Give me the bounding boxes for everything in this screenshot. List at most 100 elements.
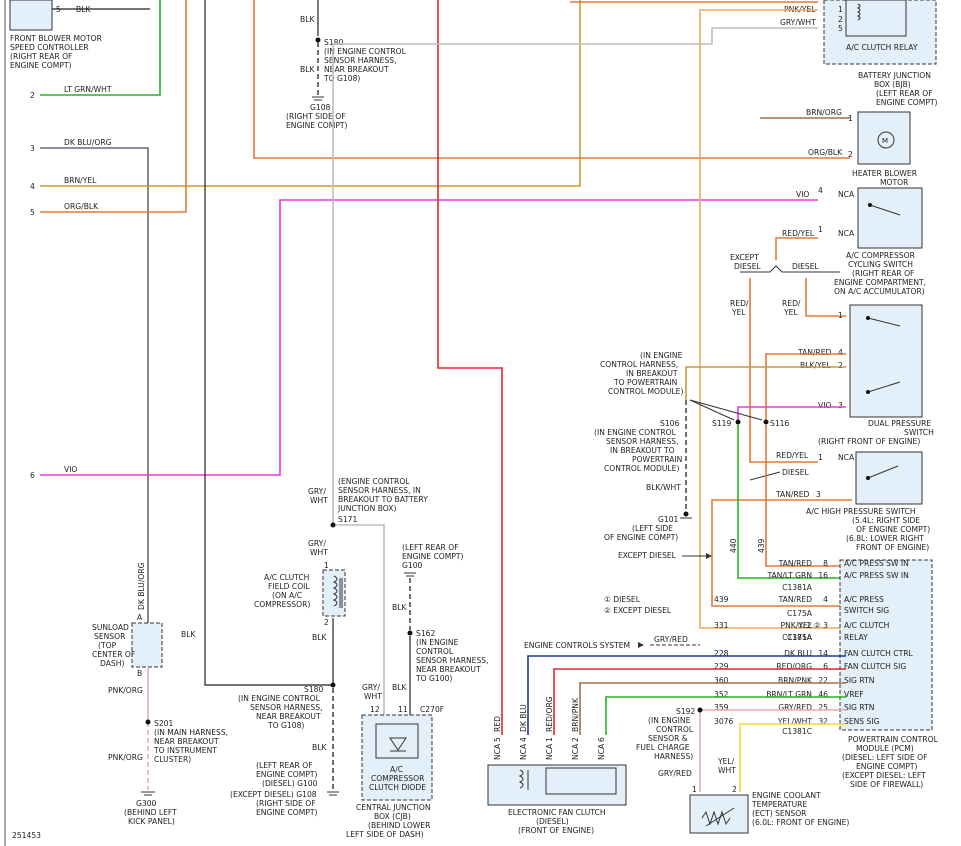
- hp-nca: NCA: [838, 453, 855, 462]
- cjb-pin-11: 11: [398, 705, 408, 714]
- g100-g108-label-5: (RIGHT SIDE OF: [256, 799, 316, 808]
- pcm-row-circuit: 3076: [714, 717, 733, 726]
- cjb-label: CENTRAL JUNCTION: [356, 803, 431, 812]
- blk-d-label: BLK: [312, 743, 327, 752]
- s162-dot: [407, 630, 413, 636]
- blower-blk-label: BLK: [76, 5, 91, 14]
- s106-label-5: POWERTRAIN: [632, 455, 682, 464]
- pcm-row-label: GRY/RED: [778, 703, 812, 712]
- wire-pnk-yel: [699, 9, 846, 629]
- clutch-coil-label-3: (ON A/C: [272, 591, 302, 600]
- pcm-row-circuit: 439: [714, 595, 729, 604]
- wire-lt-grn-wht-label: LT GRN/WHT: [64, 85, 112, 94]
- pin-2: 2: [30, 91, 35, 100]
- pcm-row-label: PNK/YEL: [781, 621, 813, 630]
- diode-symbol-icon: [389, 737, 407, 751]
- g300-label-3: KICK PANEL): [128, 817, 175, 826]
- pcm-row-label: TAN/LT GRN: [766, 571, 812, 580]
- s192-dot: [697, 707, 703, 713]
- motor-icon: [877, 131, 895, 149]
- pcm-row-label: DK BLU: [784, 649, 812, 658]
- wire-vio-label: VIO: [64, 465, 77, 474]
- s116-dot: [763, 419, 769, 425]
- fan-pin-nca: NCA: [493, 743, 502, 760]
- relay-pin-2: 2: [838, 15, 843, 24]
- diesel-label: DIESEL: [792, 262, 820, 271]
- dual-pressure-switch: [849, 304, 923, 418]
- pcm-row-pin: 4: [823, 595, 828, 604]
- sunload-sensor: [131, 622, 163, 668]
- v440-label: 440: [729, 538, 738, 553]
- ect-label-3: (ECT) SENSOR: [752, 809, 807, 818]
- gry-wht-a-label-2: WHT: [310, 496, 328, 505]
- s171-label-2: SENSOR HARNESS, IN: [338, 486, 421, 495]
- blower-org-blk-label: ORG/BLK: [808, 148, 843, 157]
- pcm-box: [839, 559, 933, 731]
- cycling-label: A/C COMPRESSOR: [846, 251, 916, 260]
- cycling-label-2: CYCLING SWITCH: [848, 260, 913, 269]
- s180-dot: [315, 37, 321, 43]
- blower-ctrl-label-3: (RIGHT REAR OF: [10, 52, 72, 61]
- wire-tan-lt-grn: [737, 424, 846, 579]
- s162-label-3: CONTROL: [416, 647, 454, 656]
- pcm-row-func: A/C PRESS SW IN: [844, 559, 909, 568]
- sunload-label-3: (TOP: [98, 641, 117, 650]
- cycling-pin-1: 1: [818, 225, 823, 234]
- yel-wht-label: YEL/: [717, 757, 735, 766]
- dual-pin-4: 4: [838, 348, 843, 357]
- pcm-row-func: A/C PRESS SW IN: [844, 571, 909, 580]
- s180b-label-4: NEAR BREAKOUT: [256, 712, 321, 721]
- s201-label-5: CLUSTER): [154, 755, 191, 764]
- pcm-row-label: TAN/RED: [778, 595, 813, 604]
- wire-org-blk-label: ORG/BLK: [64, 202, 99, 211]
- pcm-row-label: BRN/PNK: [778, 676, 813, 685]
- wire-tan-red-pcm: [765, 424, 846, 567]
- blk-f-label: BLK: [392, 683, 407, 692]
- dual-pin-2: 2: [838, 361, 843, 370]
- pcm-row-func: SENS SIG: [844, 717, 880, 726]
- pcm-row-label: C1381C: [782, 727, 812, 736]
- gry-wht-b-label-2: WHT: [310, 548, 328, 557]
- dual-label-2: SWITCH: [904, 428, 934, 437]
- s180b-label-3: SENSOR HARNESS,: [250, 703, 323, 712]
- blower-pin-2: 2: [848, 150, 853, 159]
- pcm-row-label: BRN/LT GRN: [766, 690, 812, 699]
- g100-g108-label-6: ENGINE COMPT): [256, 808, 318, 817]
- s162-label-4: SENSOR HARNESS,: [416, 656, 489, 665]
- ect-pin-2: 2: [732, 785, 737, 794]
- legend-except-diesel: ② EXCEPT DIESEL: [604, 606, 672, 615]
- sunload-pin-a: A: [137, 613, 143, 622]
- s180-label: S180: [324, 38, 343, 47]
- pcm-row-func: RELAY: [844, 633, 868, 642]
- blk-a-label: BLK: [300, 15, 315, 24]
- wire-gry-wht-s171: [333, 524, 385, 715]
- s106-label-3: SENSOR HARNESS,: [606, 437, 679, 446]
- pcm-row-func: SWITCH SIG: [844, 606, 889, 615]
- s106-label-2: (IN ENGINE CONTROL: [594, 428, 677, 437]
- pcm-row-pin: 8: [823, 559, 828, 568]
- g100-g108-label-2: ENGINE COMPT): [256, 770, 318, 779]
- cjb-label-3: (BEHIND LOWER: [368, 821, 431, 830]
- g100b-label: (LEFT REAR OF: [402, 543, 459, 552]
- wire-org-blk-upper: [253, 0, 850, 159]
- blk-wht-label: BLK/WHT: [646, 483, 681, 492]
- gry-red-b-label: GRY/RED: [658, 769, 692, 778]
- except-diesel-label-2: DIESEL: [734, 262, 762, 271]
- gry-wht-c-label-2: WHT: [364, 692, 382, 701]
- hp-label-5: FRONT OF ENGINE): [856, 543, 929, 552]
- cycling-label-5: ON A/C ACCUMULATOR): [834, 287, 925, 296]
- sunload-label: SUNLOAD: [92, 623, 129, 632]
- fan-clutch-label-3: (FRONT OF ENGINE): [518, 826, 594, 835]
- s106-label-4: IN BREAKOUT TO: [610, 446, 675, 455]
- g108-label-2: (RIGHT SIDE OF: [286, 112, 346, 121]
- coil-pin-1: 1: [324, 561, 329, 570]
- fan-pin-number: 2: [571, 737, 580, 742]
- wire-red-yel-diesel: [805, 278, 846, 317]
- wire-red-org: [553, 668, 846, 735]
- cycling-nca-2: NCA: [838, 229, 855, 238]
- blower-brn-org-label: BRN/ORG: [806, 108, 842, 117]
- pnk-org-label: PNK/ORG: [108, 686, 143, 695]
- bjb-label-2: BOX (BJB): [874, 80, 911, 89]
- pcm-row-circuit: 360: [714, 676, 729, 685]
- cycling-label-3: (RIGHT REAR OF: [852, 269, 914, 278]
